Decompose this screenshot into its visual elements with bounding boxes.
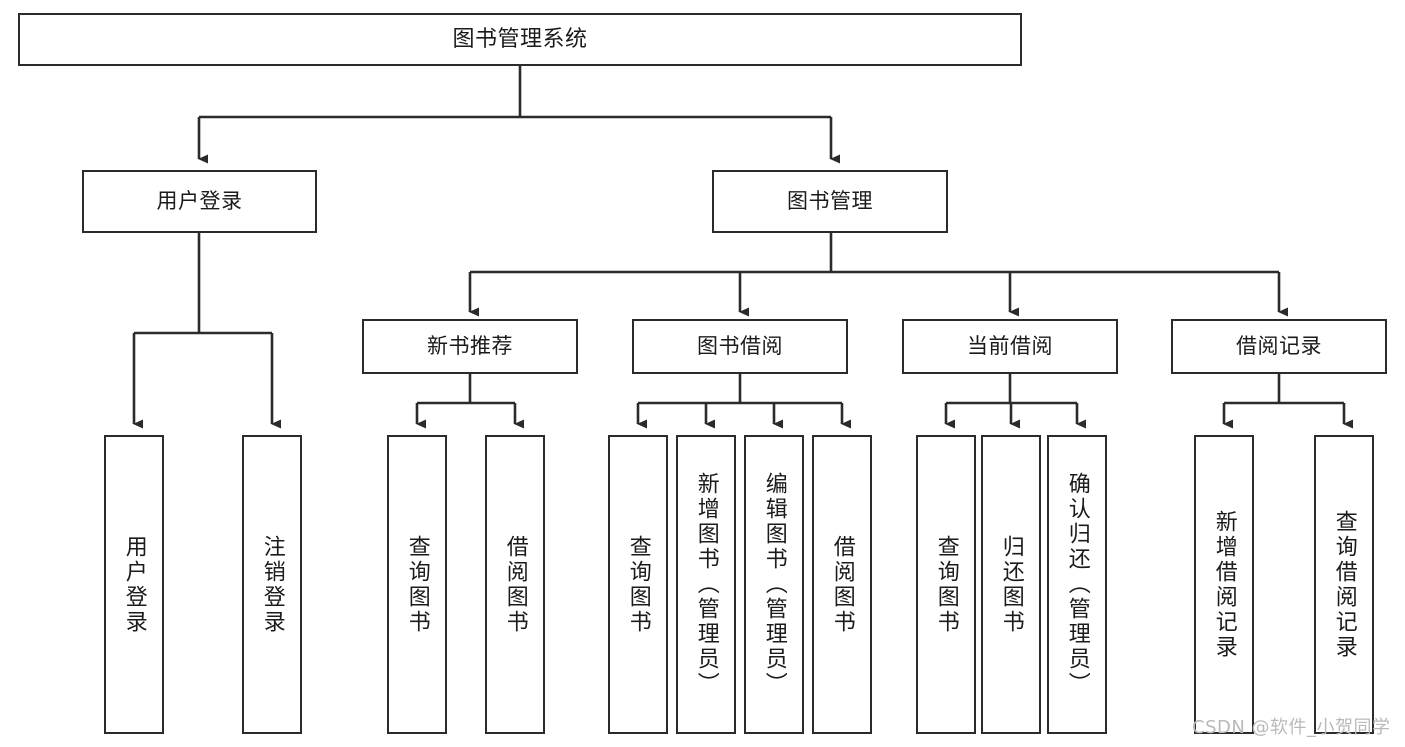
node-label: 用户登录 bbox=[156, 189, 243, 214]
node-label: 用户登录 bbox=[121, 534, 147, 635]
node-label: 注销登录 bbox=[259, 534, 285, 635]
node-leaf-edit-book-admin[interactable]: 编辑图书（管理员） bbox=[744, 435, 804, 734]
node-leaf-logout[interactable]: 注销登录 bbox=[242, 435, 302, 734]
node-leaf-query-book-current[interactable]: 查询图书 bbox=[916, 435, 976, 734]
node-leaf-query-borrow-record[interactable]: 查询借阅记录 bbox=[1314, 435, 1374, 734]
node-label: 图书管理 bbox=[787, 189, 873, 214]
node-user-login[interactable]: 用户登录 bbox=[82, 170, 317, 233]
node-new-book-recommend[interactable]: 新书推荐 bbox=[362, 319, 578, 374]
node-leaf-confirm-return-admin[interactable]: 确认归还（管理员） bbox=[1047, 435, 1107, 734]
node-label: 编辑图书（管理员） bbox=[761, 472, 787, 697]
node-book-management[interactable]: 图书管理 bbox=[712, 170, 948, 233]
node-leaf-query-book-recommend[interactable]: 查询图书 bbox=[387, 435, 447, 734]
node-leaf-borrow-book-recommend[interactable]: 借阅图书 bbox=[485, 435, 545, 734]
node-root-book-management-system[interactable]: 图书管理系统 bbox=[18, 13, 1022, 66]
node-leaf-add-borrow-record[interactable]: 新增借阅记录 bbox=[1194, 435, 1254, 734]
node-label: 借阅图书 bbox=[829, 534, 855, 635]
csdn-watermark: CSDN @软件_小贺同学 bbox=[1192, 717, 1391, 738]
node-label: 查询借阅记录 bbox=[1331, 509, 1357, 660]
node-label: 归还图书 bbox=[998, 534, 1024, 635]
node-label: 借阅记录 bbox=[1236, 334, 1322, 359]
node-label: 图书管理系统 bbox=[452, 26, 588, 52]
node-leaf-user-login[interactable]: 用户登录 bbox=[104, 435, 164, 734]
node-label: 借阅图书 bbox=[502, 534, 528, 635]
node-label: 当前借阅 bbox=[967, 334, 1053, 359]
node-label: 新增图书（管理员） bbox=[693, 472, 719, 697]
node-label: 新增借阅记录 bbox=[1211, 509, 1237, 660]
node-book-borrow[interactable]: 图书借阅 bbox=[632, 319, 848, 374]
node-leaf-query-book[interactable]: 查询图书 bbox=[608, 435, 668, 734]
node-leaf-borrow-book[interactable]: 借阅图书 bbox=[812, 435, 872, 734]
node-leaf-return-book[interactable]: 归还图书 bbox=[981, 435, 1041, 734]
node-label: 查询图书 bbox=[625, 534, 651, 635]
node-leaf-add-book-admin[interactable]: 新增图书（管理员） bbox=[676, 435, 736, 734]
node-label: 确认归还（管理员） bbox=[1064, 472, 1090, 697]
node-label: 查询图书 bbox=[404, 534, 430, 635]
node-borrow-record[interactable]: 借阅记录 bbox=[1171, 319, 1387, 374]
node-current-borrow[interactable]: 当前借阅 bbox=[902, 319, 1118, 374]
node-label: 图书借阅 bbox=[697, 334, 783, 359]
node-label: 查询图书 bbox=[933, 534, 959, 635]
node-label: 新书推荐 bbox=[427, 334, 513, 359]
